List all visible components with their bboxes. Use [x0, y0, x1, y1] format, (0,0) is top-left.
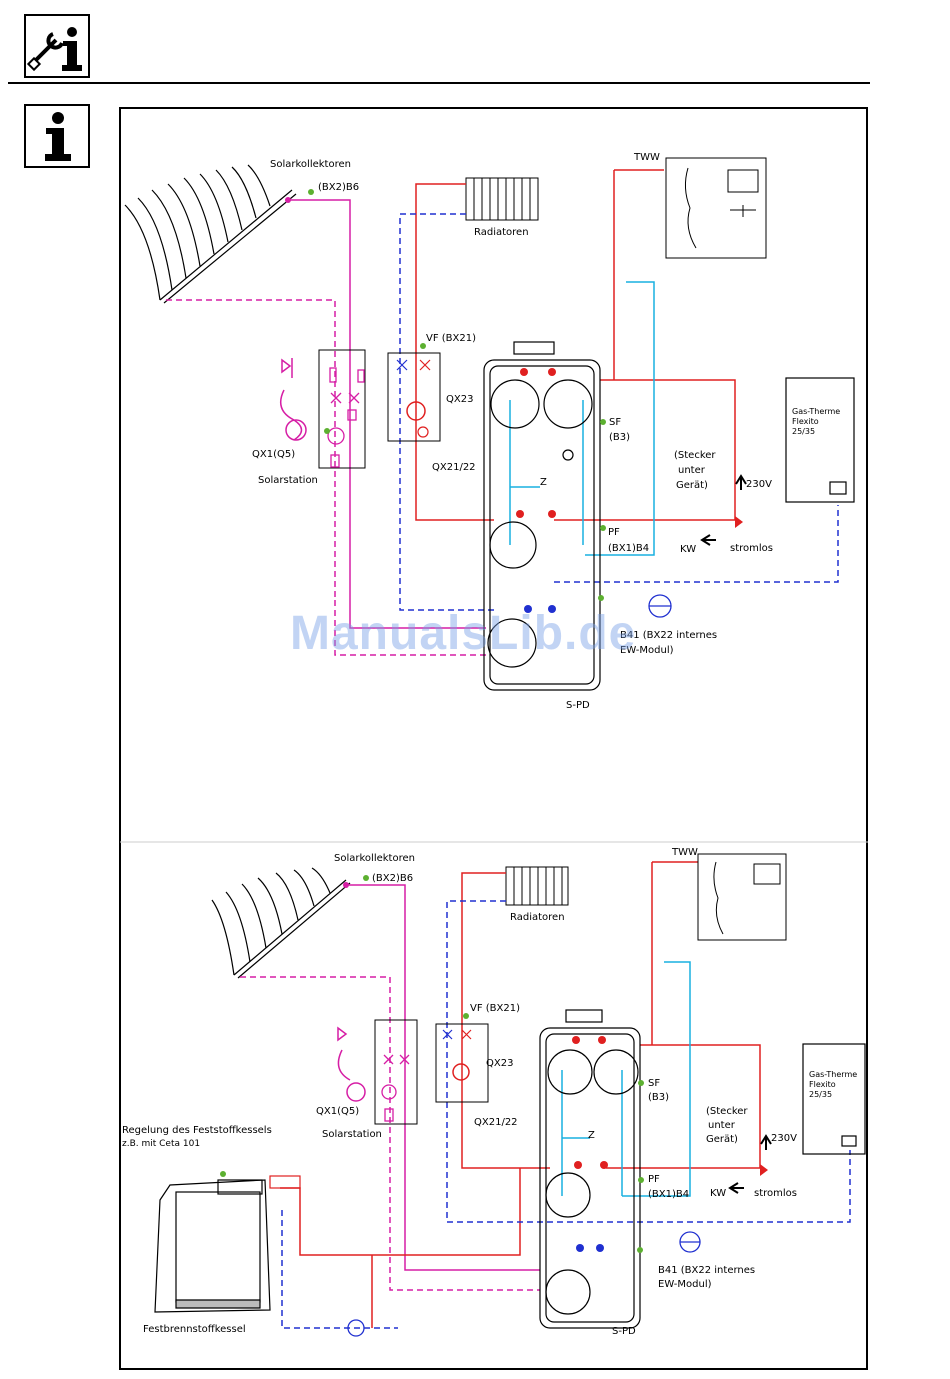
top-label-stromlos: stromlos	[730, 543, 773, 554]
top-label-spd: S-PD	[566, 700, 590, 711]
top-label-vf: VF (BX21)	[426, 333, 476, 344]
radiator-icon	[505, 866, 569, 906]
bottom-label-b41-2: EW-Modul)	[658, 1279, 712, 1290]
bottom-label-plug-1: (Stecker	[706, 1106, 748, 1117]
top-label-pf: PF	[608, 527, 620, 538]
top-label-qx23: QX23	[446, 394, 473, 405]
bottom-label-bx1b4: (BX1)B4	[648, 1189, 689, 1200]
bottom-label-boiler: Festbrennstoffkessel	[143, 1324, 246, 1335]
top-label-b41-1: B41 (BX22 internes	[620, 630, 717, 641]
top-label-z: Z	[540, 477, 547, 488]
bottom-label-plug-2: unter	[708, 1120, 736, 1131]
radiator-icon	[465, 177, 539, 221]
top-label-plug-1: (Stecker	[674, 450, 716, 461]
top-label-tww: TWW	[633, 152, 660, 163]
bottom-label-boiler-ctrl-1: Regelung des Feststoffkessels	[122, 1125, 272, 1136]
bottom-label-sf: SF	[648, 1078, 660, 1089]
gas-boiler-icon	[785, 377, 855, 503]
top-label-b41-2: EW-Modul)	[620, 645, 674, 656]
info-icon	[24, 104, 90, 168]
wrench-info-icon	[24, 14, 90, 78]
bottom-label-stromlos: stromlos	[754, 1188, 797, 1199]
top-label-plug-3: Gerät)	[676, 480, 708, 491]
bottom-label-tww: TWW	[671, 847, 698, 858]
top-label-gas-2: Flexito	[792, 417, 819, 426]
top-label-kw: KW	[680, 544, 696, 555]
bottom-label-plug-3: Gerät)	[706, 1134, 738, 1145]
top-label-230v: 230V	[746, 479, 772, 490]
bottom-label-gas-2: Flexito	[809, 1080, 836, 1089]
bottom-label-qx21: QX21/22	[474, 1117, 518, 1128]
gas-boiler-icon	[802, 1043, 866, 1155]
solar-collector-icon	[211, 867, 351, 979]
bottom-label-sensor-collector: (BX2)B6	[372, 873, 413, 884]
bottom-label-qx1: QX1(Q5)	[316, 1106, 359, 1117]
bottom-label-230v: 230V	[771, 1133, 797, 1144]
diagram-frame	[119, 107, 868, 1370]
bottom-label-collectors: Solarkollektoren	[334, 853, 415, 864]
bottom-label-solarstation: Solarstation	[322, 1129, 382, 1140]
bottom-label-gas-1: Gas-Therme	[809, 1070, 857, 1079]
bottom-label-radiators: Radiatoren	[510, 912, 565, 923]
top-label-radiators: Radiatoren	[474, 227, 529, 238]
watermark: ManualsLib.de	[290, 607, 637, 660]
top-label-sf: SF	[609, 417, 621, 428]
top-label-sensor-collector: (BX2)B6	[318, 182, 359, 193]
top-label-gas-1: Gas-Therme	[792, 407, 840, 416]
top-label-gas-3: 25/35	[792, 427, 815, 436]
bottom-label-kw: KW	[710, 1188, 726, 1199]
bottom-label-b3: (B3)	[648, 1092, 669, 1103]
bottom-label-gas-3: 25/35	[809, 1090, 832, 1099]
top-label-collectors: Solarkollektoren	[270, 159, 351, 170]
bottom-label-z: Z	[588, 1130, 595, 1141]
top-label-b3: (B3)	[609, 432, 630, 443]
bottom-label-boiler-ctrl-2: z.B. mit Ceta 101	[122, 1139, 200, 1149]
bottom-label-vf: VF (BX21)	[470, 1003, 520, 1014]
bottom-label-qx23: QX23	[486, 1058, 513, 1069]
top-label-qx21: QX21/22	[432, 462, 476, 473]
top-label-solarstation: Solarstation	[258, 475, 318, 486]
bottom-label-pf: PF	[648, 1174, 660, 1185]
top-label-bx1b4: (BX1)B4	[608, 543, 649, 554]
top-label-plug-2: unter	[678, 465, 706, 476]
solar-collector-icon	[124, 164, 297, 304]
bottom-label-b41-1: B41 (BX22 internes	[658, 1265, 755, 1276]
header-divider	[8, 82, 870, 84]
bottom-label-spd: S-PD	[612, 1326, 636, 1337]
top-label-qx1: QX1(Q5)	[252, 449, 295, 460]
solid-fuel-boiler-icon	[154, 1179, 271, 1313]
